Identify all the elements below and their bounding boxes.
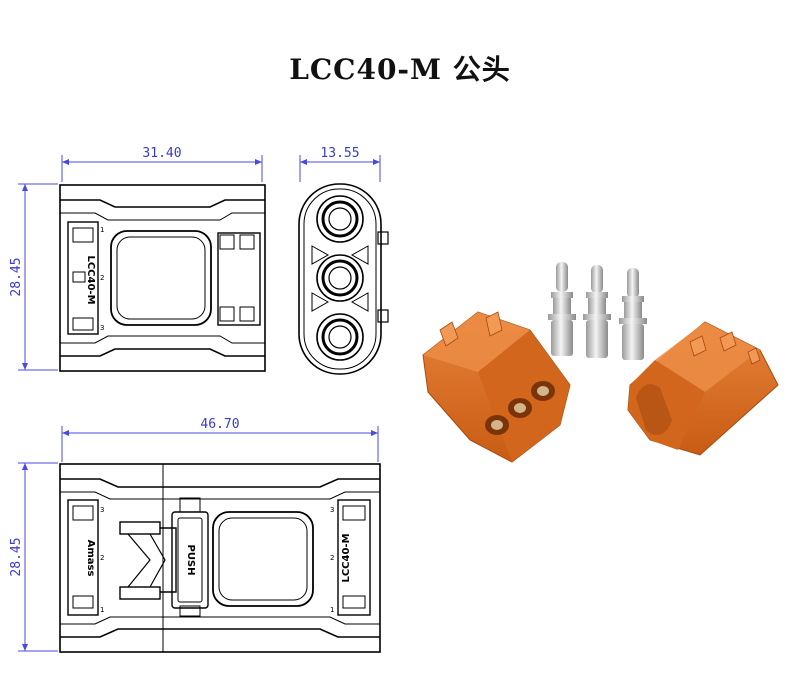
- pin-label-bottom-right-1: 1: [330, 606, 334, 614]
- top-view: 31.40 28.45 LCC: [9, 146, 266, 372]
- dim-top-height-label: 28.45: [9, 257, 24, 296]
- terminal-hole-2: [316, 254, 364, 302]
- dim-side-width-label: 13.55: [320, 146, 359, 161]
- pin-label-bottom-right-3: 3: [330, 506, 334, 514]
- model-mark-top: LCC40-M: [85, 255, 96, 304]
- model-mark-bottom: LCC40-M: [341, 533, 352, 582]
- pin-label-bottom-left-3: 3: [100, 506, 104, 514]
- terminal-hole-1: [316, 195, 364, 243]
- pin-label-bottom-right-2: 2: [330, 554, 334, 562]
- pin-label-bottom-left-1: 1: [100, 606, 104, 614]
- connector-housing-left: [422, 311, 571, 463]
- terminal-hole-3: [316, 313, 364, 361]
- bottom-view-body: [59, 463, 381, 653]
- dim-bottom-width: 46.70: [61, 417, 379, 462]
- side-view: 13.55: [298, 146, 389, 375]
- side-view-body: [298, 183, 389, 375]
- dim-side-width: 13.55: [299, 146, 381, 182]
- pin-label-top-3: 3: [100, 324, 104, 332]
- pin-label-top-1: 1: [100, 226, 104, 234]
- contact-pin-1: [548, 262, 576, 356]
- latch-mechanism: [119, 497, 209, 617]
- dim-bottom-height: 28.45: [9, 462, 58, 652]
- dim-top-width-label: 31.40: [142, 146, 181, 161]
- dim-bottom-height-label: 28.45: [9, 537, 24, 576]
- top-view-body: [59, 184, 266, 372]
- dim-top-height: 28.45: [9, 183, 58, 371]
- pin-label-bottom-left-2: 2: [100, 554, 104, 562]
- product-photo: [422, 262, 779, 463]
- pin-label-top-2: 2: [100, 274, 104, 282]
- bottom-view: 46.70 28.45: [9, 417, 381, 653]
- page-title: LCC40-M 公头: [289, 53, 511, 86]
- contact-pin-2: [583, 265, 611, 358]
- dim-top-width: 31.40: [61, 146, 263, 182]
- dim-bottom-width-label: 46.70: [200, 417, 239, 432]
- brand-mark: Amass: [85, 540, 96, 577]
- push-mark: PUSH: [185, 544, 196, 575]
- contact-pin-3: [619, 268, 647, 360]
- connector-housing-right: [627, 321, 779, 456]
